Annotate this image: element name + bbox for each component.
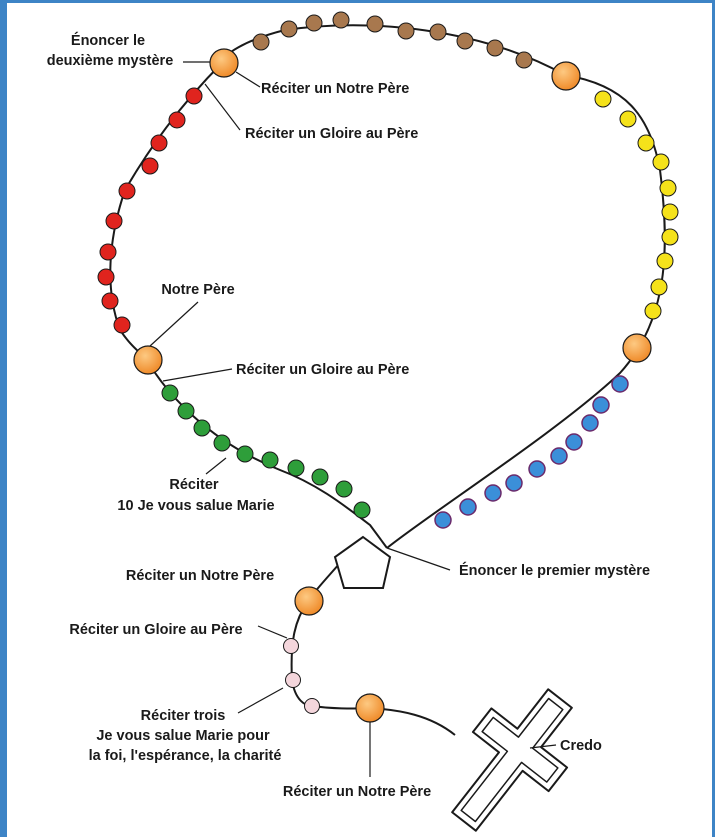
bead-red — [151, 135, 167, 151]
bead-blue — [612, 376, 628, 392]
bead-green — [262, 452, 278, 468]
bead-red — [98, 269, 114, 285]
bead-blue — [485, 485, 501, 501]
bead-blue — [435, 512, 451, 528]
bead-brown — [457, 33, 473, 49]
bead-blue — [582, 415, 598, 431]
bead-brown — [487, 40, 503, 56]
bead-brown — [253, 34, 269, 50]
bead-green — [288, 460, 304, 476]
label-three-hail-marys-line1: Réciter trois — [141, 708, 226, 724]
bead-our-father — [623, 334, 651, 362]
label-second-mystery: Énoncer le deuxième mystère — [47, 32, 174, 69]
label-first-mystery: Énoncer le premier mystère — [459, 562, 650, 579]
bead-yellow — [653, 154, 669, 170]
centerpiece-medal — [335, 537, 390, 588]
label-three-hail-marys-line2: Je vous salue Marie pour — [96, 728, 270, 744]
label-hail-mary-ten-line2: 10 Je vous salue Marie — [117, 498, 274, 514]
label-our-father-pendant: Réciter un Notre Père — [126, 568, 274, 584]
bead-red — [186, 88, 202, 104]
bead-brown — [367, 16, 383, 32]
bead-our-father — [210, 49, 238, 77]
bead-our-father — [356, 694, 384, 722]
bead-pink — [305, 699, 320, 714]
bead-yellow — [620, 111, 636, 127]
bead-red — [169, 112, 185, 128]
bead-blue — [593, 397, 609, 413]
decade-yellow — [595, 91, 678, 319]
bead-green — [354, 502, 370, 518]
bead-yellow — [595, 91, 611, 107]
bead-yellow — [662, 229, 678, 245]
label-glory-pendant: Réciter un Gloire au Père — [69, 622, 242, 638]
label-hail-mary-ten-line1: Réciter — [169, 477, 219, 493]
bead-green — [178, 403, 194, 419]
bead-pink — [286, 673, 301, 688]
label-three-hail-marys-line3: la foi, l'espérance, la charité — [89, 748, 282, 764]
label-glory-top: Réciter un Gloire au Père — [245, 126, 418, 142]
bead-yellow — [657, 253, 673, 269]
bead-red — [119, 183, 135, 199]
bead-brown — [430, 24, 446, 40]
bead-green — [336, 481, 352, 497]
bead-yellow — [662, 204, 678, 220]
label-our-father-top: Réciter un Notre Père — [261, 81, 409, 97]
decade-brown — [253, 12, 532, 68]
bead-yellow — [660, 180, 676, 196]
label-hail-mary-ten: Réciter 10 Je vous salue Marie — [117, 477, 274, 514]
bead-yellow — [645, 303, 661, 319]
bead-our-father — [552, 62, 580, 90]
bead-red — [142, 158, 158, 174]
bead-green — [214, 435, 230, 451]
leader-lines — [150, 62, 556, 777]
bead-red — [102, 293, 118, 309]
bead-yellow — [651, 279, 667, 295]
bead-green — [162, 385, 178, 401]
label-credo: Credo — [560, 738, 602, 754]
bead-brown — [306, 15, 322, 31]
bead-our-father — [295, 587, 323, 615]
bead-green — [237, 446, 253, 462]
bead-blue — [566, 434, 582, 450]
bead-red — [100, 244, 116, 260]
bead-our-father — [134, 346, 162, 374]
label-three-hail-marys: Réciter trois Je vous salue Marie pour l… — [89, 708, 282, 764]
bead-blue — [460, 499, 476, 515]
bead-blue — [551, 448, 567, 464]
bead-brown — [398, 23, 414, 39]
label-glory-mid: Réciter un Gloire au Père — [236, 362, 409, 378]
bead-green — [194, 420, 210, 436]
bead-brown — [516, 52, 532, 68]
label-our-father-left: Notre Père — [161, 282, 234, 298]
bead-green — [312, 469, 328, 485]
label-second-mystery-line1: Énoncer le — [71, 32, 145, 49]
bead-red — [106, 213, 122, 229]
bead-brown — [333, 12, 349, 28]
bead-red — [114, 317, 130, 333]
bead-yellow — [638, 135, 654, 151]
bead-brown — [281, 21, 297, 37]
bead-pink — [284, 639, 299, 654]
label-our-father-bottom: Réciter un Notre Père — [283, 784, 431, 800]
bead-blue — [529, 461, 545, 477]
decade-blue — [435, 376, 628, 528]
bead-blue — [506, 475, 522, 491]
label-second-mystery-line2: deuxième mystère — [47, 53, 174, 69]
